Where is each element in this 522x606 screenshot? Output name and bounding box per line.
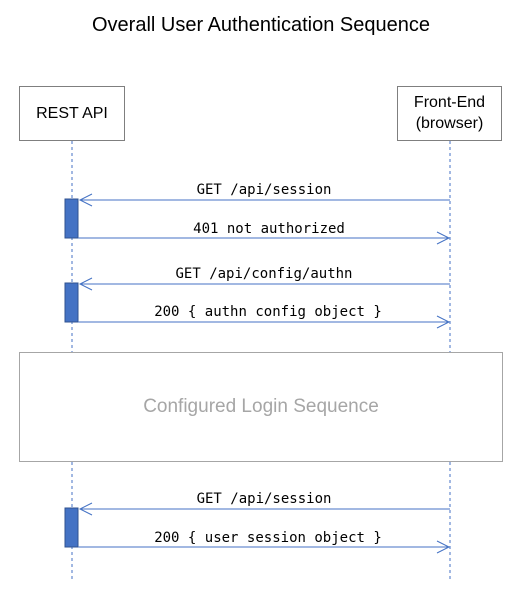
configured-login-sequence-block: Configured Login Sequence <box>19 352 503 462</box>
activation-bar <box>64 282 79 323</box>
participant-label: Front-End <box>413 93 486 111</box>
message-label: GET /api/session <box>197 491 332 507</box>
message-label: 401 not authorized <box>193 221 345 237</box>
activation-bar <box>64 198 79 239</box>
arrowhead-left <box>78 277 93 291</box>
participant-sublabel: (browser) <box>415 114 484 132</box>
participant-front-end: Front-End (browser) <box>397 86 502 141</box>
message-label: GET /api/session <box>197 182 332 198</box>
message-label: 200 { user session object } <box>154 530 382 546</box>
arrowhead-left <box>78 502 93 516</box>
arrowhead-left <box>78 193 93 207</box>
participant-label: REST API <box>36 104 108 122</box>
arrowhead-right <box>436 231 451 245</box>
arrowhead-right <box>436 540 451 554</box>
message-label: 200 { authn config object } <box>154 304 382 320</box>
participant-rest-api: REST API <box>19 86 125 141</box>
arrowhead-right <box>436 315 451 329</box>
message-label: GET /api/config/authn <box>175 266 352 282</box>
group-label: Configured Login Sequence <box>143 396 379 417</box>
activation-bar <box>64 507 79 548</box>
diagram-title: Overall User Authentication Sequence <box>92 14 430 36</box>
